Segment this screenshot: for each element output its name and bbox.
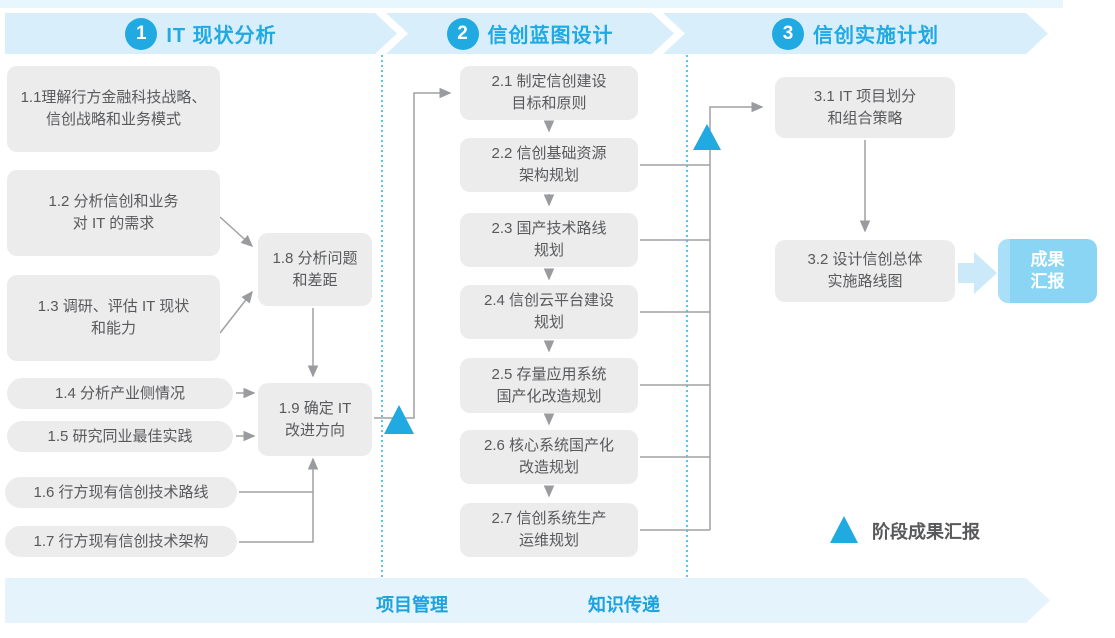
step-2-6-line1: 2.6 核心系统国产化 — [483, 437, 615, 455]
step-1-1-line2: 信创战略和业务模式 — [45, 111, 181, 128]
milestone-triangle-phase2-icon — [693, 124, 721, 150]
connector — [219, 290, 253, 334]
step-1-6-line1: 1.6 行方现有信创技术路线 — [33, 483, 209, 501]
phase-3-number-badge: 3 — [772, 18, 804, 50]
top-strip — [0, 0, 1063, 8]
step-3-2-line2: 实施路线图 — [827, 273, 903, 290]
step-1-4-box: 1.4 分析产业侧情况 — [7, 378, 233, 409]
step-2-4-line2: 规划 — [533, 314, 564, 331]
phase-2-title: 信创蓝图设计 — [487, 25, 614, 47]
step-2-2-box: 2.2 信创基础资源 架构规划 — [460, 138, 638, 192]
footer-banner — [5, 578, 1050, 623]
legend-label: 阶段成果汇报 — [872, 522, 980, 542]
phase-divider-1 — [381, 55, 383, 578]
step-1-2-line1: 1.2 分析信创和业务 — [48, 193, 179, 211]
phase-3-banner: 3 信创实施计划 — [663, 13, 1048, 54]
step-1-8-box: 1.8 分析问题 和差距 — [258, 233, 372, 306]
step-2-3-box: 2.3 国产技术路线 规划 — [460, 213, 638, 267]
step-1-1-box: 1.1理解行方金融科技战略、 信创战略和业务模式 — [7, 66, 220, 152]
phase-3-title: 信创实施计划 — [813, 25, 939, 47]
step-1-9-line2: 改进方向 — [284, 421, 345, 439]
deliverable-box: 成果 汇报 — [998, 239, 1097, 303]
step-2-7-line2: 运维规划 — [518, 532, 579, 549]
legend-triangle-icon — [830, 516, 858, 543]
step-2-5-line2: 国产化改造规划 — [496, 387, 602, 405]
step-1-8-line2: 和差距 — [292, 271, 338, 289]
footer-label-knowledge-transfer: 知识传递 — [588, 595, 660, 615]
connector — [219, 216, 254, 248]
step-3-2-line1: 3.2 设计信创总体 — [807, 251, 923, 269]
step-1-3-line1: 1.3 调研、评估 IT 现状 — [37, 298, 190, 316]
footer-label-project-management: 项目管理 — [376, 595, 448, 615]
connector — [709, 101, 764, 530]
step-2-7-line1: 2.7 信创系统生产 — [491, 510, 607, 528]
deliverable-line1: 成果 — [1030, 249, 1065, 269]
step-2-1-line1: 2.1 制定信创建设 — [491, 73, 607, 91]
step-1-9-line1: 1.9 确定 IT — [278, 399, 352, 417]
step-2-1-line2: 目标和原则 — [511, 95, 587, 112]
step-1-5-line1: 1.5 研究同业最佳实践 — [47, 427, 193, 445]
step-2-4-line1: 2.4 信创云平台建设 — [483, 292, 615, 310]
step-1-8-line1: 1.8 分析问题 — [272, 249, 358, 267]
phase-2-banner: 2 信创蓝图设计 — [386, 13, 674, 54]
step-2-6-box: 2.6 核心系统国产化 改造规划 — [460, 430, 638, 484]
step-1-2-line2: 对 IT 的需求 — [72, 215, 155, 232]
step-1-5-box: 1.5 研究同业最佳实践 — [7, 421, 233, 452]
step-1-2-box: 1.2 分析信创和业务 对 IT 的需求 — [7, 170, 220, 256]
connector — [239, 457, 319, 543]
step-1-3-line2: 和能力 — [90, 320, 136, 337]
step-2-7-box: 2.7 信创系统生产 运维规划 — [460, 503, 638, 557]
step-2-1-box: 2.1 制定信创建设 目标和原则 — [460, 66, 638, 120]
phase-1-number-badge: 1 — [125, 18, 157, 50]
step-3-1-line1: 3.1 IT 项目划分 — [813, 87, 917, 105]
step-1-9-box: 1.9 确定 IT 改进方向 — [258, 383, 372, 456]
phase-1-title: IT 现状分析 — [166, 25, 277, 47]
deliverable-arrow — [958, 252, 997, 294]
phase-1-banner: 1 IT 现状分析 — [5, 13, 397, 54]
deliverable-line2: 汇报 — [1030, 272, 1065, 291]
step-2-4-box: 2.4 信创云平台建设 规划 — [460, 285, 638, 339]
step-2-6-line2: 改造规划 — [518, 459, 579, 476]
milestone-triangle-phase1-icon — [384, 405, 414, 434]
phase-divider-2 — [686, 55, 688, 578]
step-1-1-line1: 1.1理解行方金融科技战略、 — [20, 89, 207, 107]
step-3-1-box: 3.1 IT 项目划分 和组合策略 — [775, 77, 955, 138]
phase-2-number-badge: 2 — [447, 18, 479, 50]
step-3-1-line2: 和组合策略 — [827, 109, 903, 127]
connector — [374, 87, 452, 419]
step-2-3-line2: 规划 — [533, 242, 564, 259]
step-1-3-box: 1.3 调研、评估 IT 现状 和能力 — [7, 275, 220, 361]
step-2-3-line1: 2.3 国产技术路线 — [491, 220, 607, 238]
step-1-7-line1: 1.7 行方现有信创技术架构 — [33, 532, 209, 550]
step-1-4-line1: 1.4 分析产业侧情况 — [54, 384, 186, 402]
step-1-6-box: 1.6 行方现有信创技术路线 — [5, 477, 237, 508]
step-2-5-box: 2.5 存量应用系统 国产化改造规划 — [460, 358, 638, 413]
step-2-2-line2: 架构规划 — [518, 167, 579, 184]
step-1-7-box: 1.7 行方现有信创技术架构 — [5, 526, 237, 557]
step-2-5-line1: 2.5 存量应用系统 — [491, 365, 607, 383]
step-2-2-line1: 2.2 信创基础资源 — [491, 145, 607, 163]
step-3-2-box: 3.2 设计信创总体 实施路线图 — [775, 240, 955, 302]
